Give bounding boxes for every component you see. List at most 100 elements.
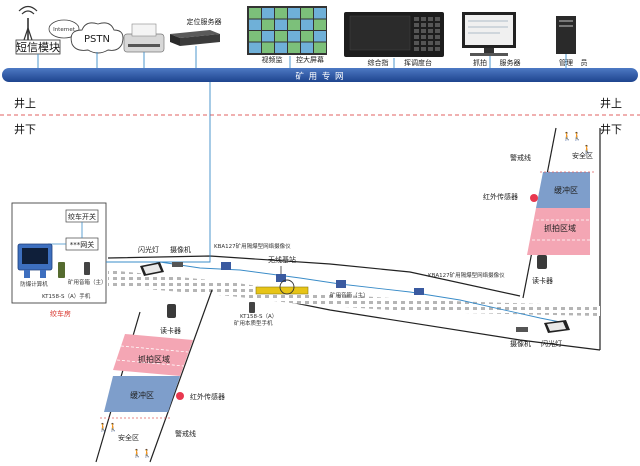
sms-module[interactable]: 短信模块 xyxy=(15,5,61,55)
device-drop-lines xyxy=(37,46,567,70)
network-label: 矿 用 专 网 xyxy=(295,71,344,82)
relay-icon xyxy=(58,262,65,278)
video-wall-tile xyxy=(314,31,326,42)
capture-label-right: 服务器 xyxy=(500,58,521,67)
speaker-left-icon xyxy=(221,262,231,270)
video-wall-tile xyxy=(275,31,287,42)
dispatch-key xyxy=(435,17,440,21)
winch-phone[interactable]: KT158-S（A）手机 xyxy=(42,262,91,300)
lower-tunnel-wall-right xyxy=(149,289,213,463)
lower-warning-label: 警戒线 xyxy=(175,429,196,438)
computer-label: 防爆计算机 xyxy=(20,280,48,288)
printer-slot xyxy=(128,44,160,47)
video-wall-tile xyxy=(275,8,287,19)
video-wall-tile xyxy=(275,19,287,30)
video-wall-tile xyxy=(262,42,274,53)
upper-buffer-fill xyxy=(536,172,590,208)
computer-screen xyxy=(22,248,48,264)
admin-pc[interactable]: 管理 员 xyxy=(556,16,588,67)
winch-relay[interactable]: 矿用音箱（主） xyxy=(58,262,107,286)
dispatch-key xyxy=(414,23,419,27)
handset-sub-label: 矿用本质型手机 xyxy=(234,319,273,327)
camera-left[interactable]: 摄像机 xyxy=(170,245,191,267)
handset-label: KT158-S（A） xyxy=(240,313,277,320)
main-tunnel-top-wall xyxy=(107,255,521,297)
dispatch-label-left: 综合指 xyxy=(368,58,389,67)
camera-right-icon xyxy=(516,327,528,332)
rail-vehicle[interactable] xyxy=(255,279,309,295)
upper-card-reader[interactable]: 读卡器 xyxy=(532,255,553,285)
dispatch-key xyxy=(414,47,419,51)
video-wall-tile xyxy=(288,31,300,42)
positioning-server[interactable]: 定位服务器 xyxy=(170,17,222,46)
camera-right-model[interactable]: KBA127矿用隔爆型网络摄像仪 xyxy=(414,271,505,295)
internet-cloud-icon xyxy=(48,19,80,39)
mine-private-network-bar: 矿 用 专 网 xyxy=(2,68,638,82)
lower-capture-zone: 抓拍区域 xyxy=(113,334,193,376)
lower-ir-label: 红外传感器 xyxy=(190,392,225,401)
upper-capture-label: 抓拍区域 xyxy=(544,223,576,233)
upper-safe-label: 安全区 xyxy=(572,151,593,160)
lower-capture-label: 抓拍区域 xyxy=(138,354,170,364)
label-below-right: 井下 xyxy=(600,122,622,136)
speaker-main-label: 矿用音箱（主） xyxy=(330,291,369,299)
flash-lamp-left[interactable]: 闪光灯 xyxy=(138,245,164,276)
video-wall-tile xyxy=(301,8,313,19)
capture-label-left: 抓拍 xyxy=(473,58,487,67)
winch-room: 绞车开关 ***网关 防爆计算机 矿用音箱（主） KT158-S（A）手机 绞车… xyxy=(11,202,107,318)
network-bar xyxy=(2,68,638,82)
explosion-proof-computer[interactable]: 防爆计算机 xyxy=(17,243,53,288)
lower-card-reader-icon xyxy=(167,304,176,318)
server-side xyxy=(170,34,180,46)
lower-card-reader-label: 读卡器 xyxy=(160,326,181,335)
dispatch-key xyxy=(414,17,419,21)
wireless-base-station[interactable]: 无线基站 xyxy=(268,255,296,282)
lower-capture-stripe-1 xyxy=(120,345,189,353)
handset-underground[interactable]: KT158-S（A） 矿用本质型手机 xyxy=(234,302,277,327)
video-wall[interactable]: 视频监 控大屏幕 xyxy=(247,6,327,64)
server-top-icon xyxy=(170,30,220,38)
dispatch-key xyxy=(428,17,433,21)
upper-people-icon: 🚶🚶 🚶 xyxy=(562,131,592,154)
rail-vehicle-icon xyxy=(255,286,309,295)
dispatch-label-right: 挥调度台 xyxy=(404,58,432,67)
wireless-station-label: 无线基站 xyxy=(268,255,296,264)
computer-leg-left xyxy=(24,270,30,278)
printer-body-icon xyxy=(123,33,165,53)
winch-room-title: 绞车房 xyxy=(50,309,71,318)
dispatch-screen xyxy=(349,15,411,51)
lower-buffer-fill xyxy=(104,376,180,412)
flash-lamp-right[interactable]: 闪光灯 xyxy=(541,320,570,348)
camera-model-right-label: KBA127矿用隔爆型网络摄像仪 xyxy=(428,271,505,279)
lower-people-icon: 🚶🚶 🚶🚶 xyxy=(98,422,152,458)
winch-switch[interactable]: 绞车开关 xyxy=(65,209,99,223)
label-above-left: 井上 xyxy=(14,96,36,110)
speaker-main[interactable]: 矿用音箱（主） xyxy=(330,280,369,299)
svg-text:🚶🚶: 🚶🚶 xyxy=(98,422,118,432)
phone-icon xyxy=(84,262,90,275)
dispatch-key xyxy=(414,29,419,33)
positioning-server-label: 定位服务器 xyxy=(187,17,222,26)
upper-ir-sensor-icon xyxy=(530,194,538,202)
camera-right[interactable]: 摄像机 xyxy=(510,327,531,348)
relay-label: 矿用音箱（主） xyxy=(68,278,107,286)
lower-capture-stripe-2 xyxy=(116,359,185,367)
flash-lamp-right-lens xyxy=(547,322,566,331)
net-gateway[interactable]: ***网关 xyxy=(65,237,99,251)
dispatch-console[interactable]: 综合指 挥调度台 xyxy=(344,12,444,67)
video-wall-tiles xyxy=(249,8,326,53)
lower-buffer-zone: 缓冲区 xyxy=(104,376,180,412)
dispatch-key xyxy=(428,47,433,51)
flash-lamp-left-label: 闪光灯 xyxy=(138,245,159,254)
upper-buffer-zone: 缓冲区 xyxy=(536,172,590,208)
capture-server[interactable]: 抓拍 服务器 xyxy=(462,12,521,67)
video-wall-tile xyxy=(262,31,274,42)
printer[interactable] xyxy=(123,23,165,53)
dispatch-key xyxy=(414,35,419,39)
video-wall-tile xyxy=(275,42,287,53)
lower-card-reader[interactable]: 读卡器 xyxy=(160,304,181,335)
upper-capture-zone: 抓拍区域 xyxy=(527,208,590,255)
speaker-left[interactable] xyxy=(221,262,231,270)
dispatch-key xyxy=(421,17,426,21)
capture-screen xyxy=(465,15,513,45)
